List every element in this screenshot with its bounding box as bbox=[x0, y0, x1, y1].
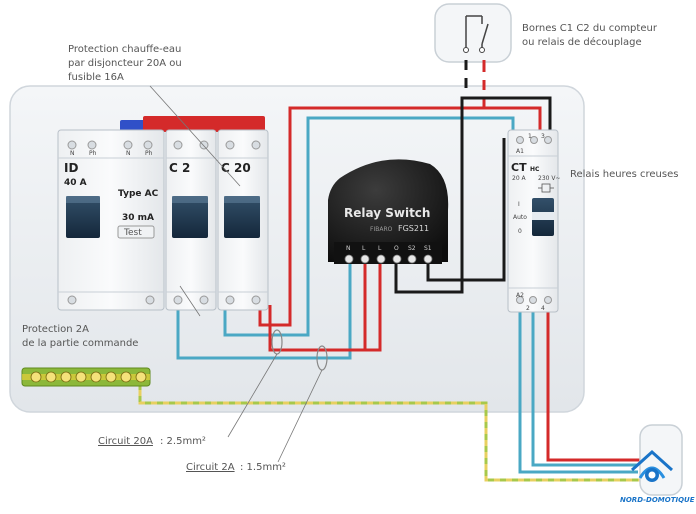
ct-term-3: 3 bbox=[541, 133, 545, 140]
ct-label-one: I bbox=[518, 201, 520, 208]
ct-term-1: 1 bbox=[528, 133, 532, 140]
logo-text: NORD-DOMOTIQUE bbox=[620, 496, 695, 504]
id-terminal-n2: N bbox=[126, 150, 131, 157]
earth-terminal-bar bbox=[21, 367, 151, 387]
ct-term-a1: A1 bbox=[516, 148, 524, 155]
id-terminal-ph2: Ph bbox=[145, 150, 153, 157]
ct-voltage: 230 V~ bbox=[538, 175, 561, 182]
busbar-neutral bbox=[120, 120, 150, 132]
relay-model: FGS211 bbox=[398, 224, 429, 233]
id-type: Type AC bbox=[118, 189, 159, 199]
label-bornes: Bornes C1 C2 du compteur ou relais de dé… bbox=[522, 23, 658, 48]
meter-contact-box bbox=[434, 3, 512, 63]
earth-wire bbox=[138, 378, 652, 482]
c2-name: C 2 bbox=[169, 161, 190, 175]
c2-toggle bbox=[172, 196, 208, 238]
relay-terminal-l2: L bbox=[378, 245, 382, 252]
nord-domotique-logo: NORD-DOMOTIQUE bbox=[620, 449, 695, 504]
busbar-phase bbox=[143, 116, 265, 132]
ct-label-zero: 0 bbox=[518, 228, 522, 235]
ct-label-auto: Auto bbox=[513, 214, 527, 221]
circuit-2a-value: : 1.5mm² bbox=[240, 462, 286, 473]
ct-term-4: 4 bbox=[541, 305, 545, 312]
id-terminal-ph1: Ph bbox=[89, 150, 97, 157]
id-rating: 40 A bbox=[64, 178, 87, 188]
leader-lines bbox=[149, 85, 323, 463]
circuit-20a-value: : 2.5mm² bbox=[160, 436, 206, 447]
live-wires bbox=[258, 60, 640, 462]
ct-term-2: 2 bbox=[526, 305, 530, 312]
circuit-2a-name: Circuit 2A bbox=[186, 462, 235, 473]
label-circuit-20a: Circuit 20A : 2.5mm² bbox=[98, 436, 206, 447]
label-chauffe-eau-line2: par disjoncteur 20A ou bbox=[68, 58, 182, 69]
differential-switch-id: N Ph N Ph ID 40 A Type AC 30 mA Test bbox=[57, 129, 165, 311]
id-terminal-n1: N bbox=[70, 150, 75, 157]
label-circuit-2a: Circuit 2A : 1.5mm² bbox=[186, 462, 286, 473]
relay-terminal-n: N bbox=[346, 245, 351, 252]
ct-name: CT bbox=[511, 161, 527, 174]
relay-title: Relay Switch bbox=[344, 206, 430, 220]
id-test-label: Test bbox=[123, 228, 142, 238]
label-protection-2a: Protection 2A de la partie commande bbox=[22, 324, 138, 349]
id-name: ID bbox=[64, 161, 78, 175]
neutral-wires bbox=[176, 116, 638, 474]
id-test-button bbox=[117, 225, 155, 239]
relay-switch-module: Relay Switch FIBARO FGS211 N L L O S2 S1 bbox=[328, 159, 449, 264]
ct-sub: HC bbox=[530, 166, 540, 173]
ct-term-a2: A2 bbox=[516, 292, 524, 299]
id-sensitivity: 30 mA bbox=[122, 213, 154, 223]
label-bornes-line2: ou relais de découplage bbox=[522, 36, 642, 48]
id-toggle bbox=[66, 196, 100, 238]
ct-relay-symbol-icon bbox=[538, 183, 554, 193]
ct-rating: 20 A bbox=[512, 175, 527, 182]
relay-brand: FIBARO bbox=[370, 226, 393, 233]
control-wires bbox=[394, 60, 552, 294]
c20-toggle bbox=[224, 196, 260, 238]
relay-terminal-s2: S2 bbox=[408, 245, 416, 252]
label-bornes-line1: Bornes C1 C2 du compteur bbox=[522, 23, 658, 34]
relay-terminal-labels: N L L O S2 S1 bbox=[346, 245, 432, 252]
label-protection-2a-line1: Protection 2A bbox=[22, 324, 89, 335]
label-chauffe-eau-line1: Protection chauffe-eau bbox=[68, 44, 181, 55]
breaker-c2: C 2 bbox=[165, 129, 217, 311]
relay-terminal-o: O bbox=[394, 245, 399, 252]
relay-terminal-s1: S1 bbox=[424, 245, 432, 252]
label-protection-2a-line2: de la partie commande bbox=[22, 338, 138, 349]
relay-terminal-l1: L bbox=[362, 245, 366, 252]
relay-screws bbox=[344, 254, 433, 264]
circuit-20a-name: Circuit 20A bbox=[98, 436, 153, 447]
label-relais-heures-creuses: Relais heures creuses bbox=[570, 169, 678, 180]
relay-ct-hc: 1 3 A1 CT HC 20 A 230 V~ I Auto 0 A2 2 4 bbox=[507, 129, 561, 313]
label-chauffe-eau-line3: fusible 16A bbox=[68, 72, 124, 83]
label-protection-chauffe-eau: Protection chauffe-eau par disjoncteur 2… bbox=[68, 44, 182, 83]
c20-name: C 20 bbox=[221, 161, 251, 175]
breaker-c20: C 20 bbox=[217, 129, 269, 311]
